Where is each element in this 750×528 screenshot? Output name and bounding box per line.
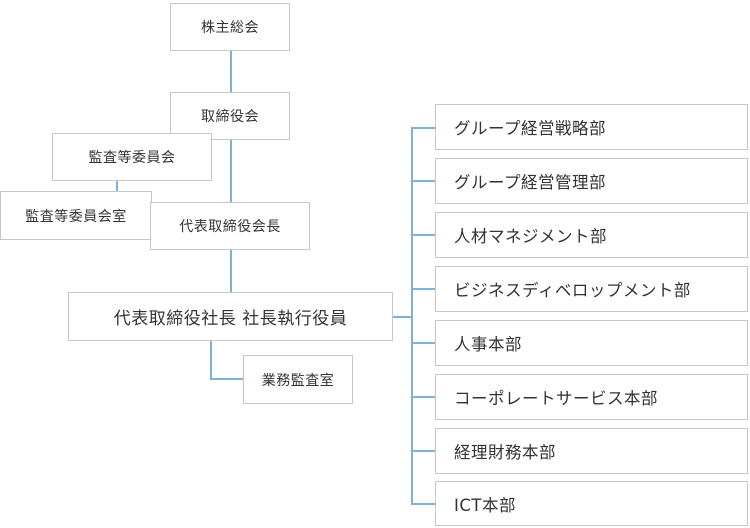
- connector-departments-trunk: [411, 127, 413, 504]
- department-box: 人材マネジメント部: [435, 212, 748, 258]
- department-box: ビジネスディベロップメント部: [435, 266, 748, 312]
- department-box: 経理財務本部: [435, 428, 748, 474]
- shareholders-meeting-box: 株主総会: [170, 3, 290, 51]
- connector-president-departments: [393, 316, 413, 318]
- president-box: 代表取締役社長 社長執行役員: [68, 292, 393, 341]
- connector-president-internal-audit-vertical: [210, 340, 212, 380]
- department-box: ICT本部: [435, 481, 748, 526]
- connector-dept-6: [411, 396, 436, 398]
- department-box: 人事本部: [435, 320, 748, 366]
- connector-president-internal-audit-horizontal: [210, 378, 243, 380]
- board-box: 取締役会: [170, 92, 290, 140]
- connector-dept-1: [411, 127, 436, 129]
- department-box: グループ経営管理部: [435, 158, 748, 204]
- connector-dept-5: [411, 342, 436, 344]
- connector-representative-president: [230, 250, 232, 292]
- connector-dept-3: [411, 234, 436, 236]
- connector-dept-4: [411, 288, 436, 290]
- connector-dept-7: [411, 450, 436, 452]
- department-box: グループ経営戦略部: [435, 104, 748, 150]
- audit-committee-box: 監査等委員会: [52, 133, 212, 181]
- department-box: コーポレートサービス本部: [435, 374, 748, 420]
- connector-dept-2: [411, 180, 436, 182]
- audit-committee-office-box: 監査等委員会室: [0, 191, 152, 240]
- connector-audit-committee-office: [116, 181, 118, 191]
- internal-audit-office-box: 業務監査室: [243, 355, 353, 404]
- connector-board-representative: [230, 140, 232, 202]
- connector-shareholders-board: [230, 50, 232, 92]
- representative-director-chairman-box: 代表取締役会長: [150, 202, 310, 250]
- connector-dept-8: [411, 503, 436, 505]
